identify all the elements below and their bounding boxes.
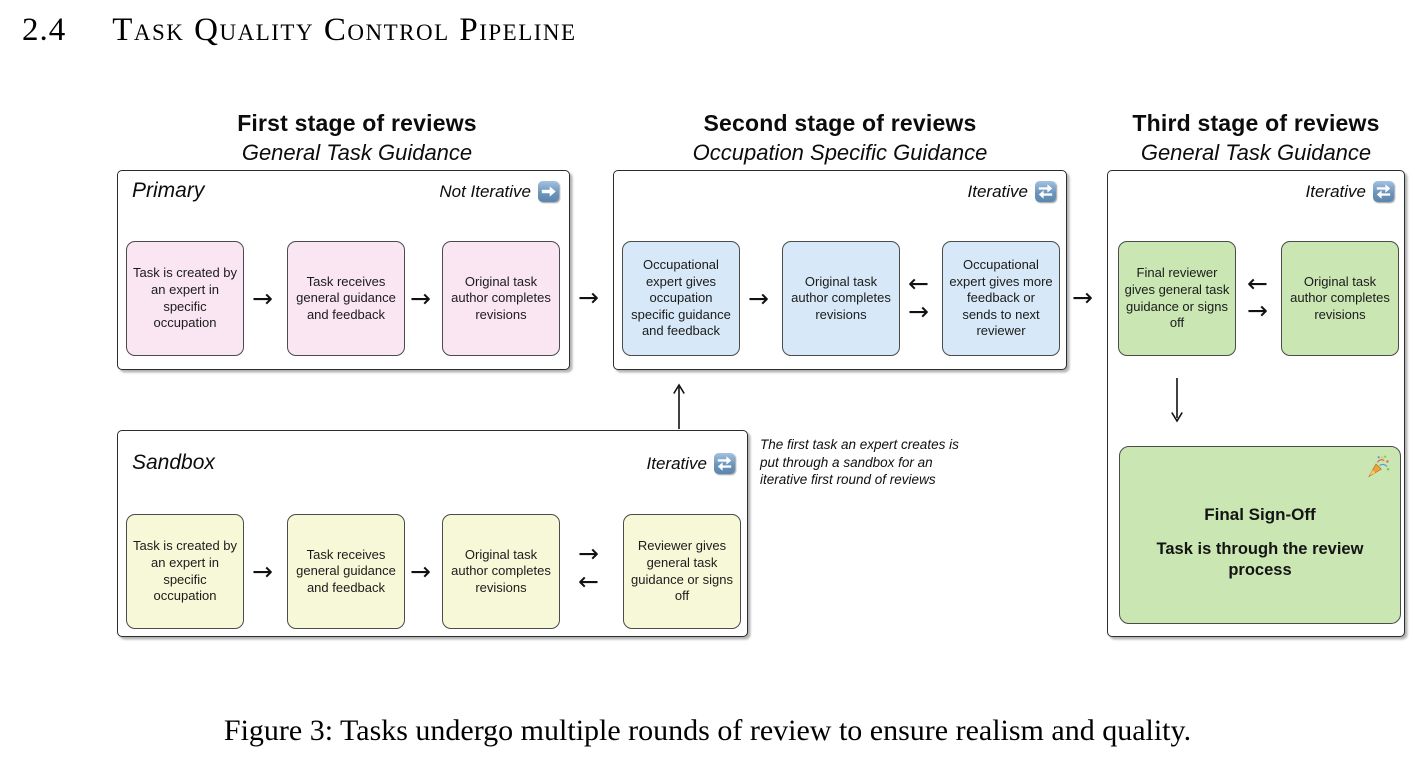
sandbox-step-2: Task receives general guidance and feedb… — [287, 514, 405, 629]
primary-step-1: Task is created by an expert in specific… — [126, 241, 244, 356]
flow-arrow-right: → — [410, 557, 431, 586]
flow-arrow-right: → — [578, 539, 599, 568]
third-stage-badge: Iterative — [1306, 181, 1394, 202]
primary-label: Primary — [132, 179, 205, 202]
flow-arrow-right: → — [578, 283, 599, 312]
stage2-header: Second stage of reviews Occupation Speci… — [613, 110, 1067, 166]
party-popper-icon — [1366, 454, 1391, 484]
repeat-icon — [1035, 181, 1056, 202]
second-stage-badge-label: Iterative — [967, 181, 1028, 201]
sandbox-badge: Iterative — [647, 453, 735, 474]
sandbox-step-4: Reviewer gives general task guidance or … — [623, 514, 741, 629]
sandbox-label: Sandbox — [132, 451, 215, 474]
figure-caption: Figure 3: Tasks undergo multiple rounds … — [223, 714, 1192, 747]
sandbox-step-1: Task is created by an expert in specific… — [126, 514, 244, 629]
flow-arrow-down — [1169, 377, 1185, 428]
second-stage-badge: Iterative — [968, 181, 1056, 202]
flow-arrow-right: → — [252, 284, 273, 313]
second-stage-step-2: Original task author completes revisions — [782, 241, 900, 356]
sandbox-step-3: Original task author completes revisions — [442, 514, 560, 629]
third-stage-step-1: Final reviewer gives general task guidan… — [1118, 241, 1236, 356]
final-signoff-title: Final Sign-Off — [1204, 505, 1316, 524]
third-stage-container: Iterative Final reviewer gives general t… — [1107, 170, 1405, 637]
repeat-icon — [1373, 181, 1394, 202]
flow-arrow-up — [671, 383, 687, 435]
primary-badge: Not Iterative — [439, 181, 559, 202]
flow-arrow-left: ← — [1247, 269, 1268, 298]
final-signoff-body: Task is through the review process — [1156, 540, 1364, 579]
primary-step-3: Original task author completes revisions — [442, 241, 560, 356]
stage2-title: Second stage of reviews — [703, 110, 977, 136]
stage3-subtitle: General Task Guidance — [1140, 140, 1372, 165]
section-number: 2.4 — [22, 12, 67, 48]
flow-arrow-right: → — [1247, 296, 1268, 325]
third-stage-step-2: Original task author completes revisions — [1281, 241, 1399, 356]
sandbox-badge-label: Iterative — [646, 453, 707, 473]
primary-badge-label: Not Iterative — [439, 181, 531, 201]
flow-arrow-right: → — [1072, 283, 1093, 312]
flow-arrow-right: → — [908, 297, 929, 326]
flow-arrow-left: ← — [908, 269, 929, 298]
flow-arrow-right: → — [410, 284, 431, 313]
primary-container: Primary Not Iterative Task is created by… — [117, 170, 570, 370]
stage1-subtitle: General Task Guidance — [241, 140, 473, 165]
stage3-title: Third stage of reviews — [1132, 110, 1380, 136]
second-stage-step-1: Occupational expert gives occupation spe… — [622, 241, 740, 356]
stage1-header: First stage of reviews General Task Guid… — [117, 110, 597, 166]
stage2-subtitle: Occupation Specific Guidance — [692, 140, 988, 165]
sandbox-container: Sandbox Iterative Task is created by an … — [117, 430, 748, 637]
sandbox-note: The first task an expert creates is put … — [760, 437, 959, 487]
flow-arrow-left: ← — [578, 567, 599, 596]
arrow-right-icon — [538, 181, 559, 202]
flow-arrow-right: → — [252, 557, 273, 586]
section-title: Task Quality Control Pipeline — [112, 12, 577, 48]
stage1-title: First stage of reviews — [237, 110, 477, 136]
final-signoff-box: Final Sign-Off Task is through the revie… — [1119, 446, 1401, 624]
repeat-icon — [714, 453, 735, 474]
flow-arrow-right: → — [748, 284, 769, 313]
second-stage-container: Iterative Occupational expert gives occu… — [613, 170, 1067, 370]
stage3-header: Third stage of reviews General Task Guid… — [1107, 110, 1405, 166]
third-stage-badge-label: Iterative — [1305, 181, 1366, 201]
second-stage-step-3: Occupational expert gives more feedback … — [942, 241, 1060, 356]
section-heading: 2.4 Task Quality Control Pipeline — [22, 12, 577, 49]
primary-step-2: Task receives general guidance and feedb… — [287, 241, 405, 356]
